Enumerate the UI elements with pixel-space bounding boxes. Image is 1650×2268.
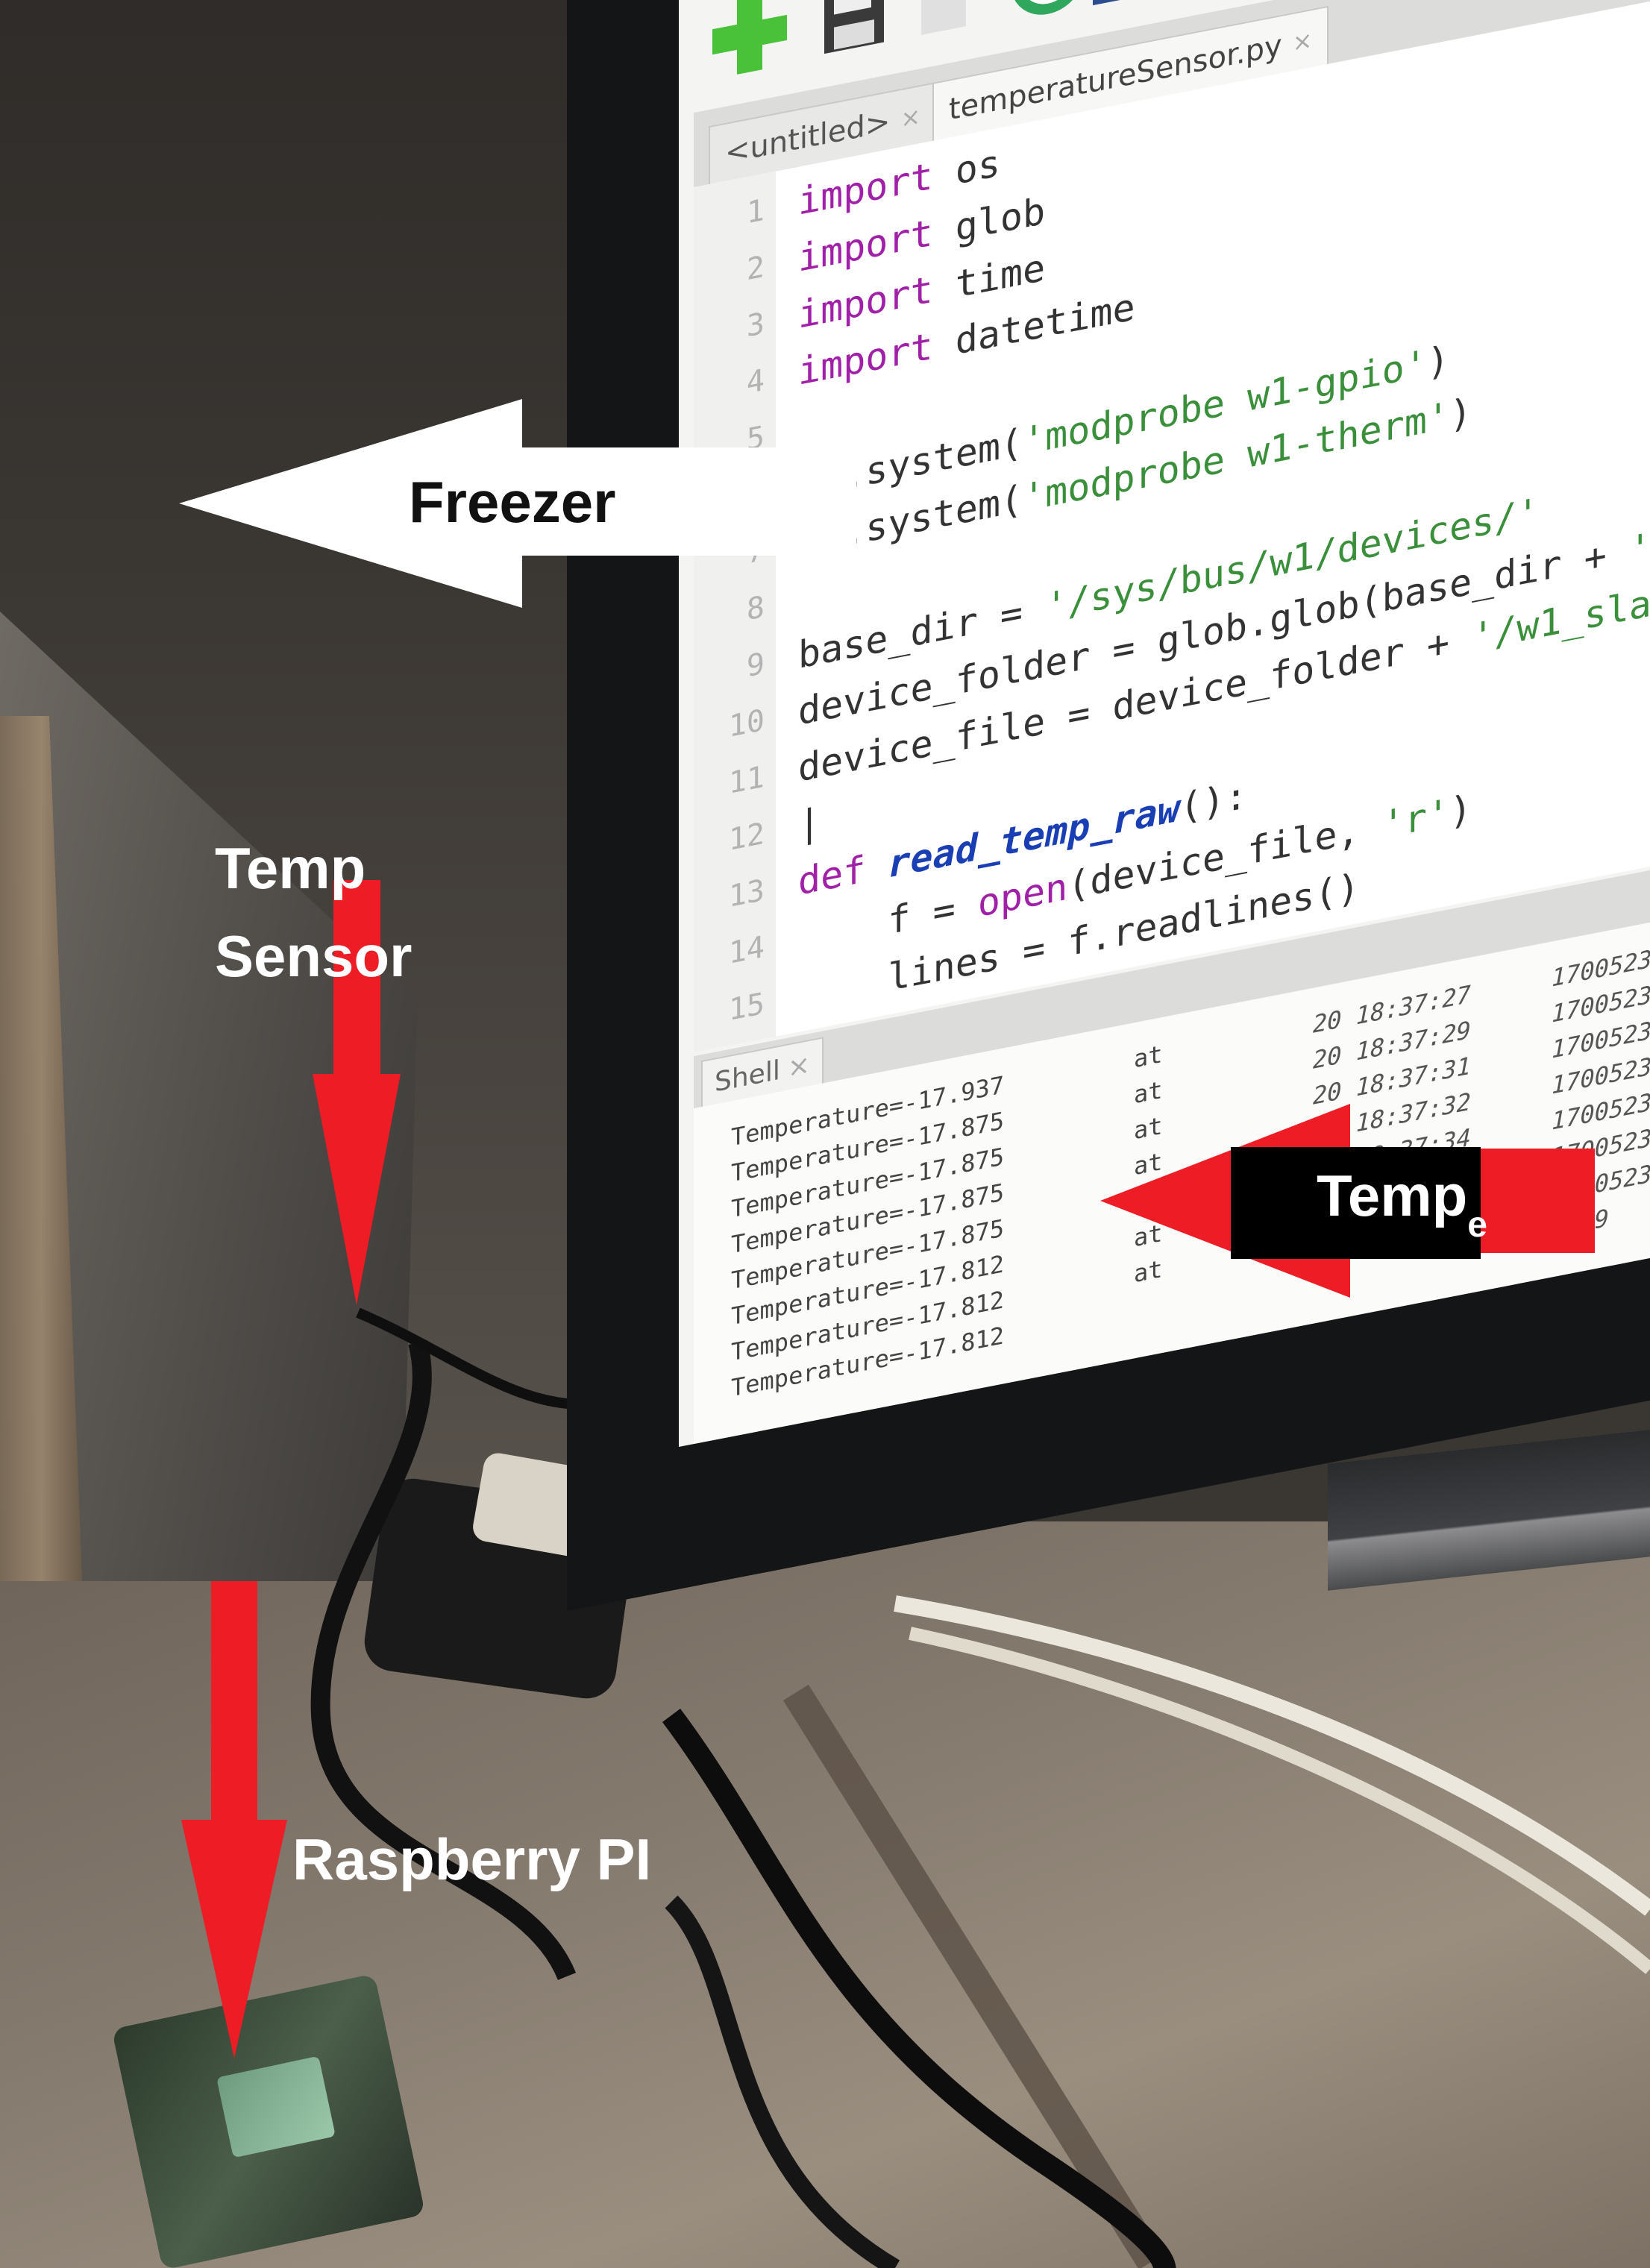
cable-black-3 — [665, 1895, 900, 2268]
save-icon[interactable] — [813, 0, 895, 63]
temp-label-box — [1231, 1147, 1481, 1259]
temp-label-text: Temp — [1317, 1163, 1468, 1228]
cable-black-1 — [310, 1339, 577, 1981]
cable-white-2 — [909, 1627, 1650, 1974]
temp-label: Tempe — [1317, 1162, 1487, 1245]
freezer-label: Freezer — [409, 469, 616, 535]
cable-white-1 — [894, 1595, 1650, 1916]
temp-sensor-label: Temp Sensor — [215, 835, 412, 989]
ide-toolbar — [694, 0, 1650, 94]
new-icon[interactable] — [709, 0, 791, 84]
cable-black-2 — [662, 1709, 1176, 2268]
temp-sensor-arrow — [313, 880, 401, 1305]
freezer-arrow — [179, 399, 856, 608]
raspberry-pi-label: Raspberry PI — [292, 1826, 652, 1892]
raspberry-pi-arrow — [181, 1581, 287, 2058]
clear-icon[interactable] — [903, 0, 985, 46]
temp-label-suffix: e — [1467, 1205, 1487, 1245]
